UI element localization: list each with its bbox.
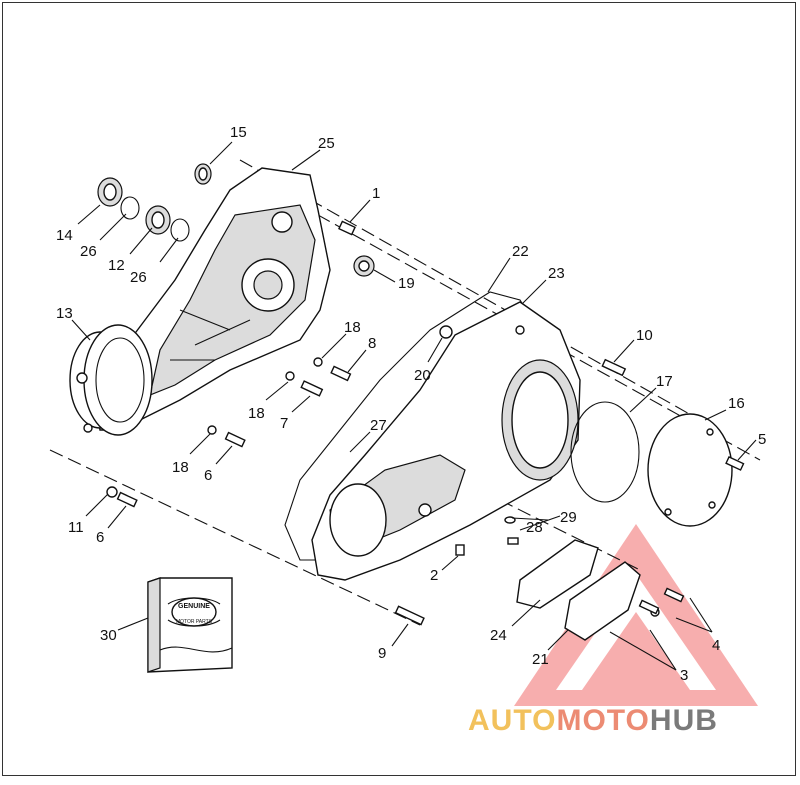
callout-6: 6 <box>204 467 212 484</box>
callout-17: 17 <box>656 373 673 390</box>
leader-lines <box>71 141 757 671</box>
inspection-cover-assembly <box>504 516 685 641</box>
genuine-badge: GENUINE MOTOR PARTS <box>167 597 221 627</box>
inner-cover-ring <box>69 324 153 436</box>
watermark-triangle <box>514 524 758 706</box>
watermark-auto: AUTO <box>468 704 556 737</box>
callout-25: 25 <box>318 135 335 152</box>
fastener-set-left <box>106 357 352 508</box>
watermark-text: AUTOMOTOHUB <box>468 704 718 737</box>
callout-26: 26 <box>130 269 147 286</box>
callout-18: 18 <box>248 405 265 422</box>
watermark-moto: MOTO <box>556 704 649 737</box>
callout-3: 3 <box>680 667 688 684</box>
callout-4: 4 <box>712 637 720 654</box>
callout-18: 18 <box>172 459 189 476</box>
callout-19: 19 <box>398 275 415 292</box>
callout-27: 27 <box>370 417 387 434</box>
callout-30: 30 <box>100 627 117 644</box>
badge-bottom-text: MOTOR PARTS <box>176 619 213 625</box>
callout-9: 9 <box>378 645 386 662</box>
callout-15: 15 <box>230 124 247 141</box>
badge-top-text: GENUINE <box>178 603 210 610</box>
callout-22: 22 <box>512 243 529 260</box>
callout-11: 11 <box>68 519 84 536</box>
inner-primary-housing <box>94 167 331 431</box>
svg-text:AUTOMOTOHUB: AUTOMOTOHUB <box>468 704 718 737</box>
callout-13: 13 <box>56 305 73 322</box>
callout-18: 18 <box>344 319 361 336</box>
callout-7: 7 <box>280 415 288 432</box>
long-bolt <box>394 544 465 626</box>
callout-28: 28 <box>526 519 543 536</box>
callout-14: 14 <box>56 227 73 244</box>
callout-21: 21 <box>532 651 549 668</box>
callout-10: 10 <box>636 327 653 344</box>
callout-24: 24 <box>490 627 507 644</box>
callout-1: 1 <box>372 185 380 202</box>
watermark-hub: HUB <box>650 704 718 737</box>
derby-cover-assembly <box>570 358 745 527</box>
callout-23: 23 <box>548 265 565 282</box>
callout-16: 16 <box>728 395 745 412</box>
callout-labels: 15 25 1 14 26 12 26 19 22 23 13 18 8 20 … <box>56 124 766 684</box>
diagram-border <box>2 2 796 776</box>
callout-29: 29 <box>560 509 577 526</box>
outer-primary-cover <box>311 301 581 581</box>
callout-26: 26 <box>80 243 97 260</box>
callout-2: 2 <box>430 567 438 584</box>
genuine-parts-kit-box: GENUINE MOTOR PARTS <box>147 577 233 673</box>
callout-8: 8 <box>368 335 376 352</box>
callout-20: 20 <box>414 367 431 384</box>
callout-5: 5 <box>758 431 766 448</box>
callout-12: 12 <box>108 257 125 274</box>
callout-6: 6 <box>96 529 104 546</box>
bearing-stack <box>97 163 375 277</box>
